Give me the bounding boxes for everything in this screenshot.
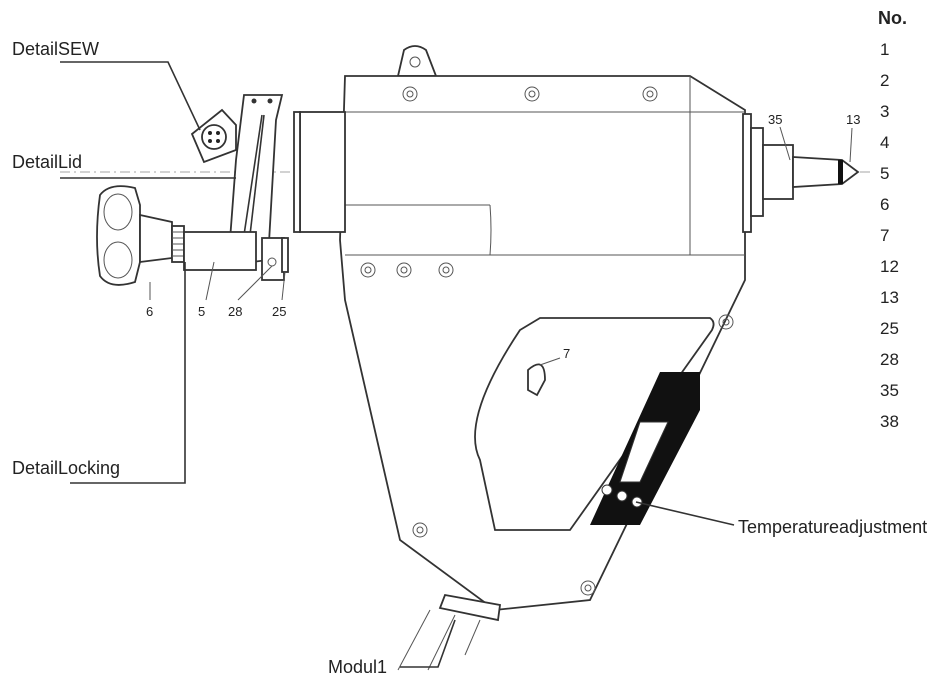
parts-list-number: 38 [880, 412, 899, 431]
modul1-connector [438, 593, 502, 622]
trigger [527, 363, 546, 397]
nozzle-base [750, 127, 764, 217]
lid-bracket [261, 237, 285, 281]
rear-sleeve [299, 111, 346, 233]
callout-detail-lid: DetailLid [12, 152, 82, 172]
display-screen [619, 421, 669, 483]
locking-shaft [183, 231, 257, 271]
locking-knob [96, 185, 141, 286]
top-lug [396, 45, 438, 77]
button-icon [601, 484, 613, 496]
pin-25 [281, 237, 289, 273]
nozzle-band [838, 160, 843, 184]
parts-list-number: 7 [880, 226, 889, 245]
leader-lines [60, 61, 853, 668]
parts-list-number: 6 [880, 195, 889, 214]
parts-list-number: 12 [880, 257, 899, 276]
knurled-ring [171, 225, 185, 263]
callout-temperature-adjustment: Temperatureadjustment [738, 517, 927, 537]
parts-list-number: 1 [880, 40, 889, 59]
parts-list-number: 5 [880, 164, 889, 183]
parts-list-number: 4 [880, 133, 889, 152]
part-label-35: 35 [768, 112, 782, 127]
parts-list-number: 28 [880, 350, 899, 369]
parts-list-header: No. [878, 8, 907, 28]
nozzle-body [762, 144, 794, 200]
part-label-13: 13 [846, 112, 860, 127]
parts-list-number: 35 [880, 381, 899, 400]
part-label-28: 28 [228, 304, 242, 319]
part-label-7: 7 [563, 346, 570, 361]
rear-ring [293, 111, 301, 233]
nozzle-tip [792, 156, 860, 188]
callout-detail-sew: DetailSEW [12, 39, 99, 59]
part-label-5: 5 [198, 304, 205, 319]
parts-list-number: 3 [880, 102, 889, 121]
callout-detail-locking: DetailLocking [12, 458, 120, 478]
front-ring [742, 113, 752, 233]
housing-screws [360, 86, 734, 596]
parts-list-number: 13 [880, 288, 899, 307]
button-icon [616, 490, 628, 502]
callout-modul1: Modul1 [328, 657, 387, 676]
part-label-25: 25 [272, 304, 286, 319]
parts-list-number: 2 [880, 71, 889, 90]
parts-list-number: 25 [880, 319, 899, 338]
part-label-6: 6 [146, 304, 153, 319]
